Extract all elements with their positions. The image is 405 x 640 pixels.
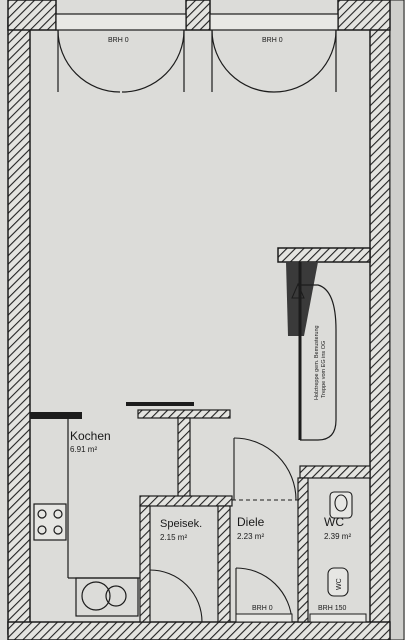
diele-wc-walls — [232, 465, 371, 623]
stair-arrow-icon — [291, 282, 305, 299]
wc-symbol: WC — [336, 578, 343, 590]
right-wall — [369, 17, 391, 635]
room-name-speisek: Speisek. — [160, 518, 202, 530]
room-area-wc: 2.39 m² — [324, 532, 351, 541]
top-wall-left — [7, 0, 57, 31]
door-swings — [149, 437, 297, 623]
staircase: Holztreppe gem. Bemusterung Treppe vom E… — [277, 247, 371, 441]
brh-label-top-right: BRH 0 — [262, 37, 283, 44]
door-kitchen-diele — [233, 437, 297, 501]
stair-dark-fill — [286, 262, 318, 336]
stair-note-line1: Holztreppe gem. Bemusterung — [314, 325, 320, 400]
stove — [33, 503, 67, 541]
sink — [75, 577, 139, 617]
left-wall — [7, 17, 31, 635]
wc-fixtures — [327, 491, 353, 597]
top-wall-right — [337, 0, 391, 31]
speisekammer-walls — [139, 495, 233, 623]
brh-label-bottom-right: BRH 150 — [318, 605, 347, 612]
room-name-kochen: Kochen — [70, 429, 111, 443]
room-area-kochen: 6.91 m² — [70, 445, 97, 454]
room-area-diele: 2.23 m² — [237, 532, 264, 541]
door-entrance — [235, 567, 293, 623]
stair-note-line2: Treppe vom EG ins OG — [321, 341, 327, 398]
brh-label-top-left: BRH 0 — [108, 37, 129, 44]
outer-walls — [7, 0, 405, 640]
bottom-window — [235, 613, 367, 623]
room-name-diele: Diele — [237, 515, 265, 529]
top-window-left — [55, 13, 187, 93]
kitchen-center-wall — [177, 417, 191, 501]
top-window-right — [209, 13, 339, 93]
room-area-speisek: 2.15 m² — [160, 533, 187, 542]
room-name-wc: WC — [324, 515, 344, 529]
bottom-wall — [7, 621, 391, 640]
door-speisek — [149, 569, 203, 623]
stair-header-wall — [277, 247, 371, 263]
right-wall-outer — [389, 0, 405, 640]
top-wall-mid — [185, 0, 211, 31]
stair-outline — [300, 284, 337, 441]
brh-label-bottom-left: BRH 0 — [252, 605, 273, 612]
